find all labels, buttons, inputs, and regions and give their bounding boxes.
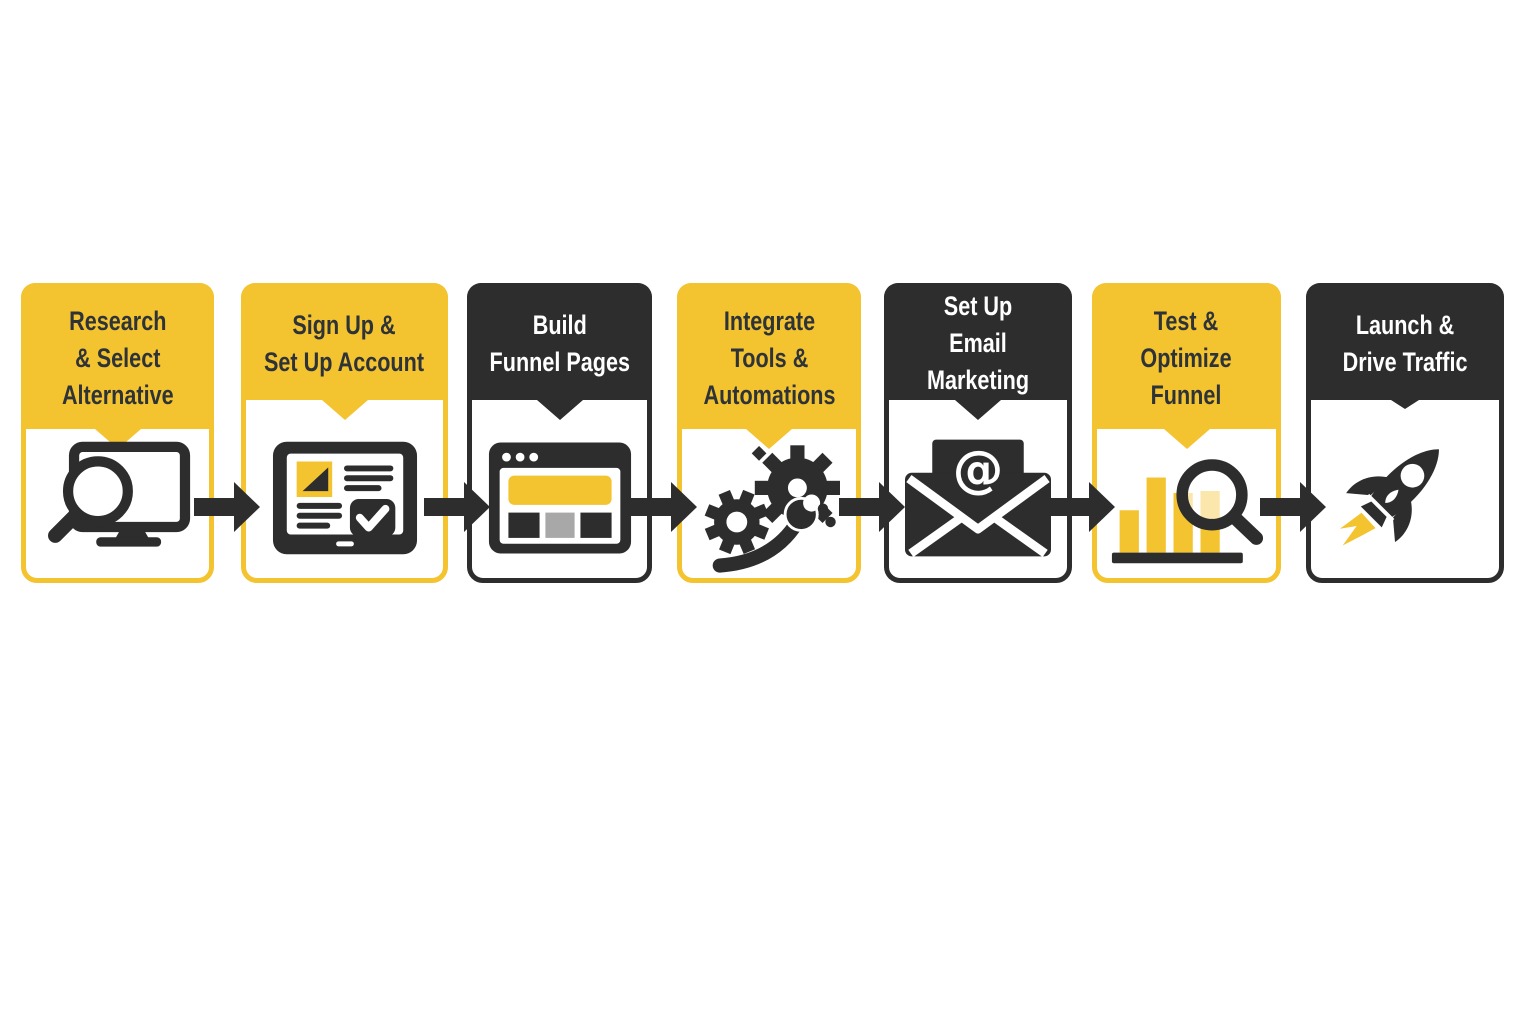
step-title: Research & Select Alternative [61, 305, 174, 410]
webpage-builder-icon [488, 442, 631, 554]
step-card-1: Research & Select Alternative [21, 283, 214, 583]
arrow-right-icon [1260, 482, 1326, 532]
step-title: Set Up Email Marketing [926, 291, 1030, 395]
step-body [26, 429, 209, 574]
step-header: Set Up Email Marketing [884, 283, 1072, 400]
bar-chart-magnifier-icon [1111, 458, 1263, 563]
step-card-6: Test & Optimize Funnel [1092, 283, 1281, 583]
step-card-7: Launch & Drive Traffic [1306, 283, 1504, 583]
arrow-right-icon [424, 482, 490, 532]
step-header: Sign Up & Set Up Account [241, 283, 448, 400]
step-title: Integrate Tools & Automations [703, 305, 835, 410]
signup-checklist-icon [272, 441, 417, 555]
step-card-3: Build Funnel Pages [467, 283, 652, 583]
gears-wrench-icon [704, 444, 840, 573]
email-at-icon: @ [905, 439, 1051, 557]
arrow-right-icon [631, 482, 697, 532]
step-card-2: Sign Up & Set Up Account [241, 283, 448, 583]
step-title: Launch & Drive Traffic [1342, 309, 1468, 377]
step-title: Build Funnel Pages [489, 309, 630, 377]
arrow-right-icon [1049, 482, 1115, 532]
step-body [472, 400, 647, 574]
rocket-icon [1339, 449, 1439, 546]
arrow-right-icon [839, 482, 905, 532]
step-body [1097, 429, 1276, 574]
monitor-search-icon [47, 441, 190, 547]
step-header: Research & Select Alternative [21, 283, 214, 429]
svg-text:@: @ [953, 439, 1004, 498]
step-header: Integrate Tools & Automations [677, 283, 861, 429]
step-header: Test & Optimize Funnel [1092, 283, 1281, 429]
step-body [1311, 400, 1499, 574]
step-card-4: Integrate Tools & Automations [677, 283, 861, 583]
arrow-right-icon [194, 482, 260, 532]
step-body: @ [889, 400, 1067, 574]
step-header: Build Funnel Pages [467, 283, 652, 400]
step-card-5: Set Up Email Marketing @ [884, 283, 1072, 583]
step-title: Test & Optimize Funnel [1140, 305, 1233, 410]
step-header: Launch & Drive Traffic [1306, 283, 1504, 400]
step-body [246, 400, 443, 574]
step-title: Sign Up & Set Up Account [264, 309, 425, 377]
step-body [682, 429, 856, 574]
